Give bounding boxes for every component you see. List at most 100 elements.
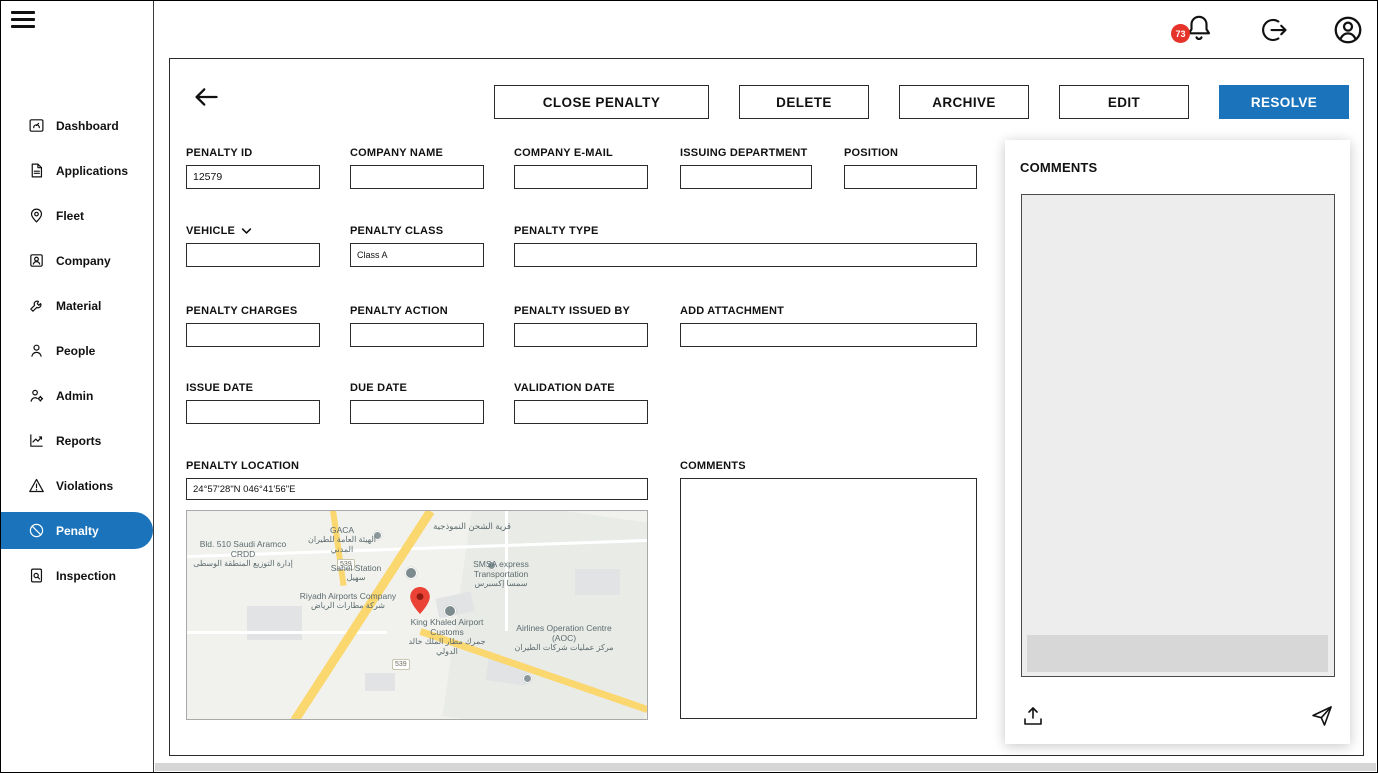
sidebar-item-company[interactable]: Company — [1, 242, 154, 279]
penalty-action-label: PENALTY ACTION — [350, 305, 448, 317]
no-entry-icon — [28, 522, 45, 539]
user-avatar-icon — [1334, 16, 1362, 44]
sidebar-item-dashboard[interactable]: Dashboard — [1, 107, 154, 144]
due-date-input[interactable] — [350, 400, 484, 424]
company-email-input[interactable] — [514, 165, 648, 189]
due-date-label: DUE DATE — [350, 382, 408, 394]
map-station-marker — [405, 567, 417, 579]
map-poi-marker — [373, 531, 382, 540]
penalty-id-input[interactable] — [186, 165, 320, 189]
field-penalty-class: PENALTY CLASS — [350, 225, 484, 267]
map-building — [247, 606, 302, 640]
map-poi-marker — [487, 561, 496, 570]
send-icon — [1312, 706, 1332, 726]
tools-icon — [28, 297, 45, 314]
company-name-label: COMPANY NAME — [350, 147, 444, 159]
field-penalty-action: PENALTY ACTION — [350, 305, 484, 347]
close-penalty-button[interactable]: CLOSE PENALTY — [494, 85, 709, 119]
penalty-action-input[interactable] — [350, 323, 484, 347]
position-input[interactable] — [844, 165, 977, 189]
penalty-class-label: PENALTY CLASS — [350, 225, 444, 237]
edit-button[interactable]: EDIT — [1059, 85, 1189, 119]
upload-icon — [1024, 707, 1042, 725]
sidebar-item-label: Dashboard — [56, 118, 119, 133]
map-pin-icon — [28, 207, 45, 224]
bell-icon — [1187, 15, 1211, 40]
penalty-charges-label: PENALTY CHARGES — [186, 305, 298, 317]
map-road — [187, 631, 387, 634]
horizontal-scrollbar[interactable] — [155, 763, 1376, 771]
sidebar-item-label: Material — [56, 298, 102, 313]
logout-icon — [1262, 18, 1287, 42]
sidebar-item-inspection[interactable]: Inspection — [1, 557, 154, 594]
validation-date-input[interactable] — [514, 400, 648, 424]
penalty-location-input[interactable] — [186, 478, 648, 500]
comments-panel: COMMENTS — [1005, 140, 1350, 744]
archive-button[interactable]: ARCHIVE — [899, 85, 1029, 119]
field-penalty-id: PENALTY ID — [186, 147, 320, 189]
sidebar-item-violations[interactable]: Violations — [1, 467, 154, 504]
comments-thread — [1021, 194, 1335, 677]
sidebar-item-people[interactable]: People — [1, 332, 154, 369]
upload-attachment-button[interactable] — [1021, 704, 1045, 728]
sidebar-item-label: Penalty — [56, 523, 99, 538]
vehicle-label[interactable]: VEHICLE — [186, 225, 320, 237]
sidebar-item-label: Inspection — [56, 568, 117, 583]
sidebar-item-penalty[interactable]: Penalty — [1, 512, 153, 549]
sidebar: Dashboard Applications Fleet Company Mat… — [1, 1, 154, 772]
sidebar-item-label: Admin — [56, 388, 94, 403]
add-attachment-input[interactable] — [680, 323, 977, 347]
logout-button[interactable] — [1259, 15, 1289, 45]
sidebar-item-label: People — [56, 343, 96, 358]
comments-field-label: COMMENTS — [680, 460, 746, 472]
field-company-email: COMPANY E-MAIL — [514, 147, 648, 189]
resolve-button[interactable]: RESOLVE — [1219, 85, 1349, 119]
validation-date-label: VALIDATION DATE — [514, 382, 615, 394]
field-position: POSITION — [844, 147, 977, 189]
comment-input[interactable] — [1027, 635, 1328, 672]
sidebar-item-material[interactable]: Material — [1, 287, 154, 324]
sidebar-item-admin[interactable]: Admin — [1, 377, 154, 414]
back-button[interactable] — [192, 83, 220, 107]
hamburger-menu-icon[interactable] — [11, 11, 35, 30]
penalty-id-label: PENALTY ID — [186, 147, 253, 159]
back-arrow-icon — [195, 88, 218, 106]
field-issue-date: ISSUE DATE — [186, 382, 320, 424]
warning-triangle-icon — [28, 477, 45, 494]
admin-person-gear-icon — [28, 387, 45, 404]
sidebar-item-fleet[interactable]: Fleet — [1, 197, 154, 234]
location-pin-icon[interactable] — [410, 587, 430, 614]
sidebar-item-label: Violations — [56, 478, 114, 493]
sidebar-item-label: Reports — [56, 433, 102, 448]
penalty-class-input[interactable] — [350, 243, 484, 267]
sidebar-item-label: Applications — [56, 163, 129, 178]
company-name-input[interactable] — [350, 165, 484, 189]
penalty-issued-by-input[interactable] — [514, 323, 648, 347]
field-company-name: COMPANY NAME — [350, 147, 484, 189]
map-building — [365, 673, 395, 691]
issuing-department-label: ISSUING DEPARTMENT — [680, 147, 808, 159]
map-building — [575, 569, 620, 595]
comments-footer — [1005, 704, 1350, 732]
comments-textarea[interactable] — [680, 478, 977, 719]
penalty-detail-panel: CLOSE PENALTY DELETE ARCHIVE EDIT RESOLV… — [169, 58, 1364, 756]
vehicle-input[interactable] — [186, 243, 320, 267]
sidebar-item-reports[interactable]: Reports — [1, 422, 154, 459]
field-penalty-location: PENALTY LOCATION — [186, 460, 648, 500]
send-comment-button[interactable] — [1310, 704, 1334, 728]
penalty-charges-input[interactable] — [186, 323, 320, 347]
issuing-department-input[interactable] — [680, 165, 812, 189]
field-penalty-charges: PENALTY CHARGES — [186, 305, 320, 347]
sidebar-item-applications[interactable]: Applications — [1, 152, 154, 189]
delete-button[interactable]: DELETE — [739, 85, 869, 119]
penalty-type-input[interactable] — [514, 243, 977, 267]
map-poi-marker — [444, 605, 456, 617]
issue-date-input[interactable] — [186, 400, 320, 424]
notifications-button[interactable]: 73 — [1171, 13, 1214, 46]
profile-button[interactable] — [1332, 14, 1364, 46]
